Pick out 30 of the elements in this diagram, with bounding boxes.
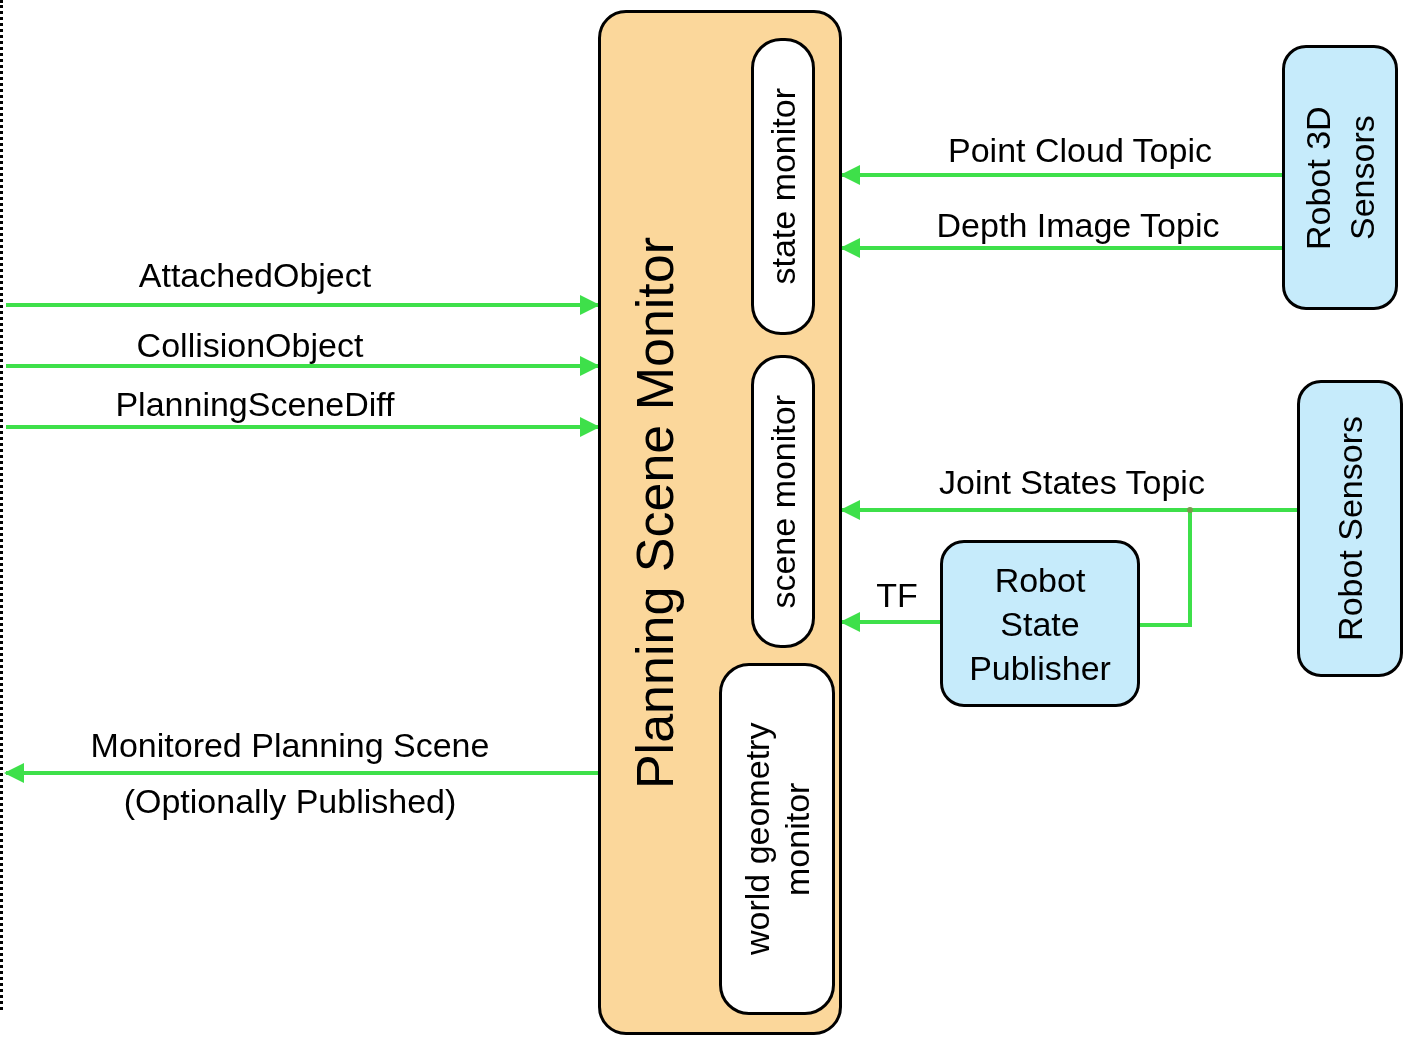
node-label: Robot State Publisher bbox=[968, 559, 1112, 689]
edge-label: Joint States Topic bbox=[939, 461, 1205, 503]
node-label: Robot 3D Sensors bbox=[1298, 104, 1382, 252]
connector-arrow bbox=[840, 165, 1282, 185]
node-label: Planning Scene Monitor bbox=[625, 236, 685, 790]
edge-label: Depth Image Topic bbox=[936, 204, 1220, 246]
edge-label: CollisionObject bbox=[136, 324, 364, 366]
edge-label: PlanningSceneDiff bbox=[115, 383, 395, 425]
connector-arrow bbox=[6, 356, 600, 376]
connector-arrow bbox=[840, 238, 1282, 258]
boundary-line bbox=[0, 0, 6, 1010]
submodule-pill bbox=[751, 38, 815, 335]
publisher-box bbox=[940, 540, 1140, 707]
edge-label: AttachedObject bbox=[138, 254, 372, 296]
edge-label: Monitored Planning Scene (Optionally Published) bbox=[89, 725, 491, 822]
node-label: world geometry monitor bbox=[737, 721, 817, 958]
submodule-pill bbox=[751, 355, 815, 648]
edge-label: TF bbox=[876, 574, 918, 616]
node-label: Robot Sensors bbox=[1330, 416, 1370, 641]
sensor-box bbox=[1297, 380, 1403, 677]
connector-arrow bbox=[6, 417, 600, 437]
connector-arrow bbox=[840, 612, 940, 632]
node-label: state monitor bbox=[764, 88, 802, 285]
connector-arrow bbox=[6, 295, 600, 315]
edge-label: Point Cloud Topic bbox=[948, 129, 1212, 171]
monitor-container bbox=[598, 10, 842, 1035]
submodule-pill bbox=[719, 663, 835, 1015]
node-label: scene monitor bbox=[764, 394, 802, 609]
sensor-box bbox=[1282, 45, 1398, 310]
connector-arrow bbox=[4, 763, 598, 783]
